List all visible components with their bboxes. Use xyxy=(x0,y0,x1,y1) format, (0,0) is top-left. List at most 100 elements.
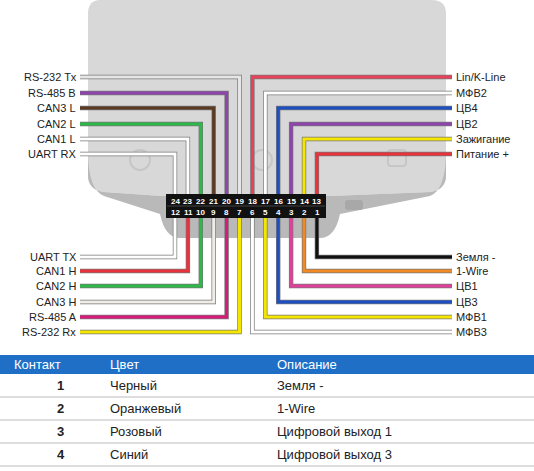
wire-label: CAN3 L xyxy=(37,102,76,115)
wire-outline xyxy=(80,212,175,257)
table-cell: 4 xyxy=(57,448,64,461)
table-header: Описание xyxy=(277,358,337,371)
wire-label: RS-232 Rx xyxy=(22,326,76,339)
device-icon xyxy=(252,150,272,170)
wire-outline xyxy=(278,108,452,200)
wire xyxy=(304,139,452,200)
wire-label: 1-Wire xyxy=(456,265,488,278)
pin-number: 15 xyxy=(287,197,296,206)
wire-outline xyxy=(265,212,452,317)
wire-label: Питание + xyxy=(456,148,509,161)
wire-outline xyxy=(80,139,188,200)
wire-outline xyxy=(252,212,452,332)
wire xyxy=(291,124,452,200)
pin-number: 18 xyxy=(248,197,257,206)
table-cell: Розовый xyxy=(110,425,162,438)
wire xyxy=(278,108,452,200)
wire-label: ЦВ3 xyxy=(456,296,478,309)
pin-number: 3 xyxy=(289,208,293,217)
wire-outline xyxy=(291,212,452,286)
table-header-band xyxy=(0,355,534,374)
wire-outline xyxy=(80,77,240,200)
wire xyxy=(80,212,175,257)
wire-outline xyxy=(317,212,452,257)
table-rule xyxy=(0,397,534,398)
wire-outline xyxy=(317,154,452,200)
wire-outline xyxy=(304,212,452,271)
wire xyxy=(80,77,240,200)
wire-outline xyxy=(265,93,452,200)
pin-number: 2 xyxy=(302,208,306,217)
wire-label: CAN1 L xyxy=(37,133,76,146)
wire-label: МФВ1 xyxy=(456,311,487,324)
pin-number: 14 xyxy=(300,197,309,206)
wire-label: CAN3 H xyxy=(36,296,76,309)
table-cell: 1 xyxy=(57,379,64,392)
wire xyxy=(265,212,452,317)
pin-number: 6 xyxy=(250,208,254,217)
table-cell: 1-Wire xyxy=(277,402,315,415)
wire xyxy=(80,124,201,200)
wire-outline xyxy=(304,139,452,200)
pin-number: 8 xyxy=(224,208,228,217)
pin-number: 12 xyxy=(171,208,180,217)
wire xyxy=(278,212,452,302)
wire-label: UART RX xyxy=(28,148,76,161)
wire-label: CAN1 H xyxy=(36,265,76,278)
wire-label: МФВ2 xyxy=(456,87,487,100)
pin-number: 1 xyxy=(315,208,319,217)
table-cell: Цифровой выход 3 xyxy=(277,448,392,461)
table-header: Контакт xyxy=(14,358,61,371)
table-rule xyxy=(0,443,534,444)
wire-outline xyxy=(80,212,188,271)
pin-number: 21 xyxy=(209,197,218,206)
wire-outline xyxy=(80,212,214,302)
pin-number: 10 xyxy=(196,208,205,217)
pin-number: 13 xyxy=(312,197,321,206)
wire xyxy=(317,212,452,257)
wire xyxy=(291,212,452,286)
wire-label: Lin/K-Line xyxy=(456,71,506,84)
wire-label: CAN2 H xyxy=(36,280,76,293)
table-cell: Синий xyxy=(110,448,148,461)
table-rule xyxy=(0,466,534,467)
wire-outline xyxy=(80,124,201,200)
wire xyxy=(80,212,214,302)
pin-number: 22 xyxy=(196,197,205,206)
wire xyxy=(304,212,452,271)
wire xyxy=(80,154,175,200)
pin-number: 11 xyxy=(184,208,192,217)
wire xyxy=(80,212,227,317)
table-header: Цвет xyxy=(110,358,139,371)
wire xyxy=(252,77,452,200)
table-cell: Цифровой выход 1 xyxy=(277,425,392,438)
pin-number: 23 xyxy=(183,197,192,206)
pin-number: 24 xyxy=(171,197,180,206)
pin-number: 9 xyxy=(211,208,215,217)
pin-number: 20 xyxy=(222,197,231,206)
pin-number: 17 xyxy=(261,197,270,206)
wire xyxy=(252,212,452,332)
wire-outline xyxy=(80,212,201,286)
table-cell: Черный xyxy=(110,379,157,392)
wire xyxy=(80,93,227,200)
wire xyxy=(80,212,240,332)
table-cell: Земля - xyxy=(277,379,324,392)
wire-outline xyxy=(80,108,214,200)
pin-number: 4 xyxy=(276,208,280,217)
wire-outline xyxy=(80,212,240,332)
table-cell: Оранжевый xyxy=(110,402,181,415)
wire-label: ЦВ2 xyxy=(456,118,478,131)
table-cell: 2 xyxy=(57,402,64,415)
wire-label: ЦВ1 xyxy=(456,280,478,293)
pin-number: 5 xyxy=(263,208,267,217)
wire-outline xyxy=(80,154,175,200)
wire-label: RS-485 A xyxy=(29,311,76,324)
wire xyxy=(80,108,214,200)
usb-port xyxy=(345,200,363,210)
wire-label: ЦВ4 xyxy=(456,102,478,115)
wire-label: Зажигание xyxy=(456,133,511,146)
wire-outline xyxy=(291,124,452,200)
wire-outline xyxy=(278,212,452,302)
